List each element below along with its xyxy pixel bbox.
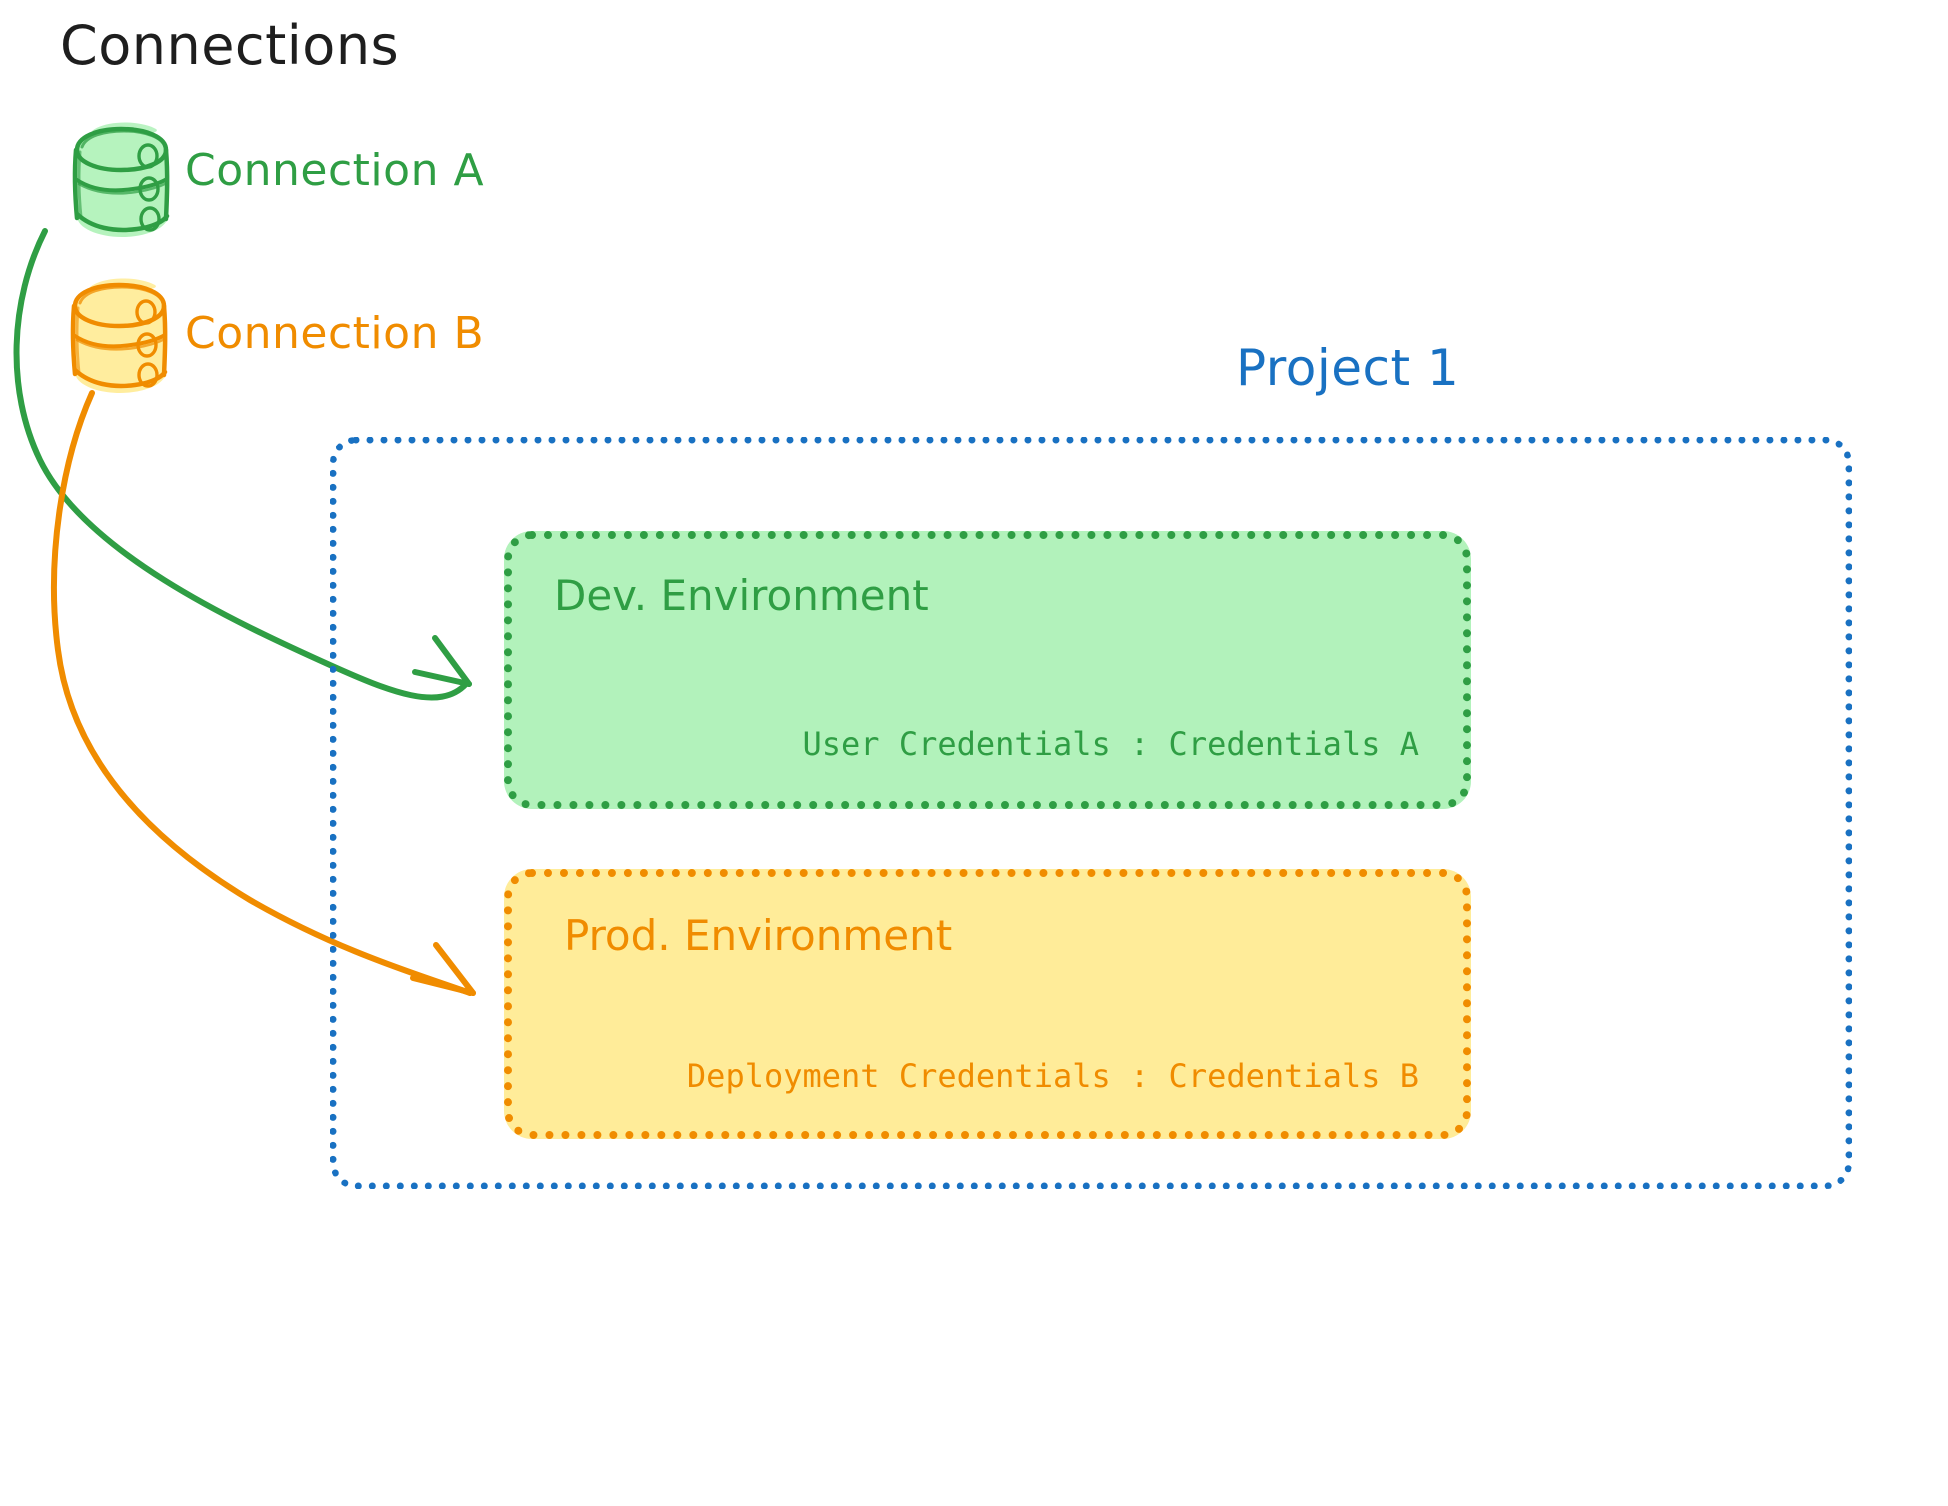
connection-a-label: Connection A [185, 145, 485, 196]
dev-environment-title: Dev. Environment [554, 571, 929, 620]
prod-environment-box: Prod. Environment Deployment Credentials… [504, 869, 1471, 1139]
database-cylinder-icon-connection-a [72, 122, 170, 237]
dev-environment-credentials: User Credentials : Credentials A [802, 725, 1420, 763]
connection-b-label: Connection B [185, 308, 485, 359]
project-container: Dev. Environment User Credentials : Cred… [330, 437, 1852, 1189]
database-cylinder-icon-connection-b [70, 278, 168, 393]
page-title: Connections [60, 14, 400, 77]
prod-environment-credentials: Deployment Credentials : Credentials B [686, 1057, 1419, 1095]
project-title-label: Project 1 [1236, 339, 1460, 397]
dev-environment-box: Dev. Environment User Credentials : Cred… [504, 531, 1471, 809]
prod-environment-title: Prod. Environment [564, 911, 953, 960]
